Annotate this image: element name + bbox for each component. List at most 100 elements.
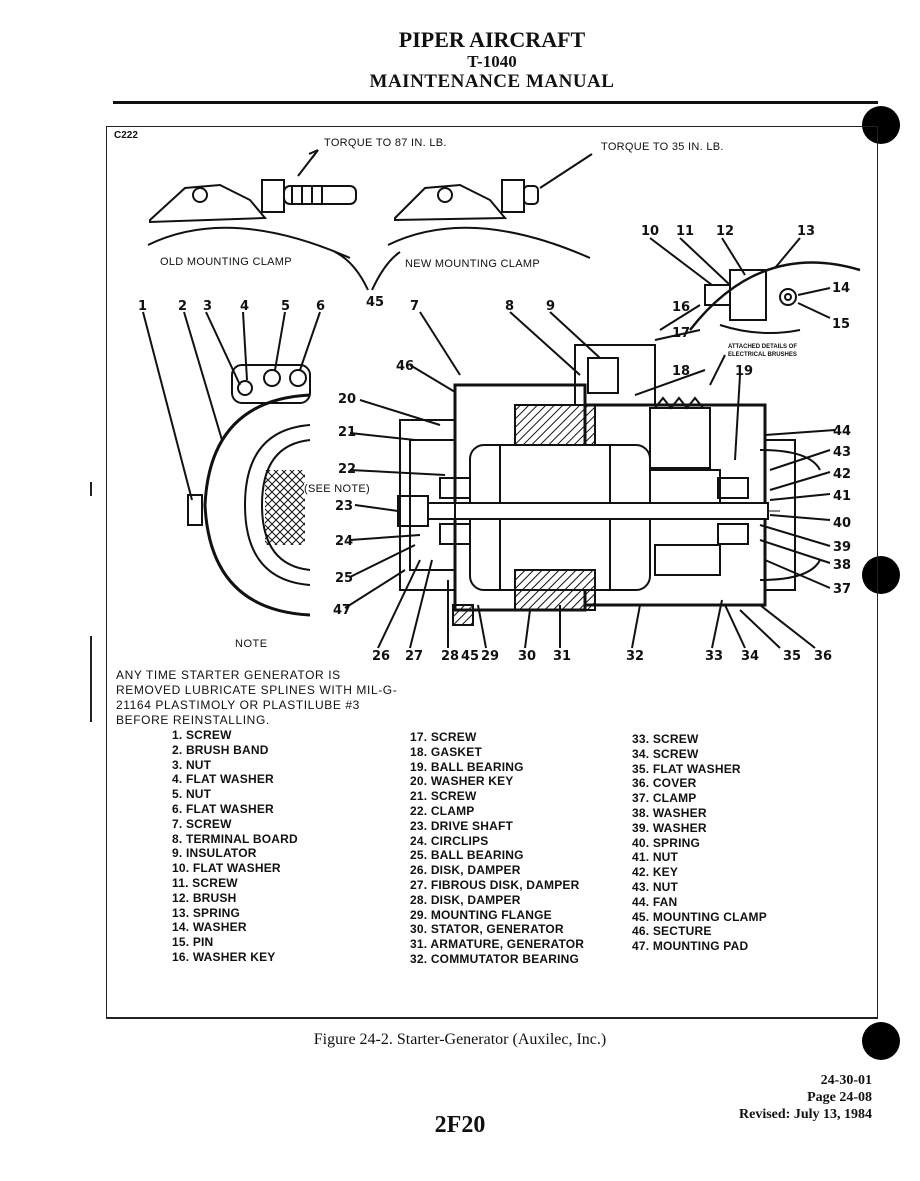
callout-45-top: 45 [366, 295, 384, 310]
callout-28: 28 [441, 649, 459, 664]
company-title: PIPER AIRCRAFT [398, 27, 586, 52]
callout-14: 14 [832, 281, 850, 296]
list-item: 20. WASHER KEY [410, 774, 514, 789]
note-heading: NOTE [235, 638, 268, 650]
callout-4: 4 [240, 299, 249, 314]
callout-47: 47 [333, 603, 351, 618]
callout-27: 27 [405, 649, 423, 664]
callout-43: 43 [833, 445, 851, 460]
list-item: 35. FLAT WASHER [632, 761, 741, 776]
list-item: 44. FAN [632, 894, 678, 909]
list-item: 5. NUT [172, 787, 212, 802]
list-item: 41. NUT [632, 850, 679, 865]
callout-46: 46 [396, 359, 414, 374]
list-item: 47. MOUNTING PAD [632, 939, 749, 954]
list-item: 22. CLAMP [410, 803, 475, 818]
callout-11: 11 [676, 224, 694, 239]
list-item: 19. BALL BEARING [410, 759, 524, 774]
callout-5: 5 [281, 299, 290, 314]
list-item: 23. DRIVE SHAFT [410, 818, 514, 833]
callout-2: 2 [178, 299, 187, 314]
list-item: 18. GASKET [410, 744, 483, 759]
callout-7: 7 [410, 299, 419, 314]
callout-42: 42 [833, 467, 851, 482]
manual-title: MAINTENANCE MANUAL [369, 71, 615, 92]
callout-23: 23 [335, 499, 353, 514]
list-item: 11. SCREW [172, 875, 238, 890]
callout-40: 40 [833, 516, 851, 531]
callout-22: 22 [338, 462, 356, 477]
list-item: 28. DISK, DAMPER [410, 892, 521, 907]
list-item: 16. WASHER KEY [172, 949, 276, 964]
list-item: 34. SCREW [632, 746, 699, 761]
list-item: 6. FLAT WASHER [172, 801, 274, 816]
list-item: 9. INSULATOR [172, 846, 257, 861]
callout-26: 26 [372, 649, 390, 664]
list-item: 40. SPRING [632, 835, 701, 850]
callout-20: 20 [338, 392, 356, 407]
list-item: 3. NUT [172, 757, 212, 772]
callout-6: 6 [316, 299, 325, 314]
callout-25: 25 [335, 571, 353, 586]
list-item: 29. MOUNTING FLANGE [410, 907, 552, 922]
torque-new-label: TORQUE TO 35 IN. LB. [601, 141, 724, 153]
parts-list-col2: 17. SCREW 18. GASKET 19. BALL BEARING 20… [410, 730, 584, 967]
punch-hole-middle [862, 556, 900, 594]
callout-30: 30 [518, 649, 536, 664]
callout-19: 19 [735, 364, 753, 379]
list-item: 14. WASHER [172, 920, 247, 935]
callout-9: 9 [546, 299, 555, 314]
punch-hole-top [862, 106, 900, 144]
callout-3: 3 [203, 299, 212, 314]
list-item: 43. NUT [632, 879, 679, 894]
new-clamp-label: NEW MOUNTING CLAMP [405, 258, 540, 270]
change-bar [90, 636, 92, 722]
list-item: 25. BALL BEARING [410, 848, 524, 863]
chapter-number: 24-30-01 [820, 1073, 872, 1088]
callout-38: 38 [833, 558, 851, 573]
callout-41: 41 [833, 489, 851, 504]
header-rule [113, 101, 878, 104]
list-item: 8. TERMINAL BOARD [172, 831, 298, 846]
list-item: 26. DISK, DAMPER [410, 863, 521, 878]
list-item: 21. SCREW [410, 789, 477, 804]
callout-12: 12 [716, 224, 734, 239]
callout-17: 17 [672, 326, 690, 341]
callout-35: 35 [783, 649, 801, 664]
callout-34: 34 [741, 649, 759, 664]
list-item: 42. KEY [632, 865, 679, 880]
model-title: T-1040 [467, 52, 517, 71]
list-item: 2. BRUSH BAND [172, 742, 269, 757]
callout-21: 21 [338, 425, 356, 440]
microfiche-sheet-number: 2F20 [434, 1112, 486, 1138]
punch-hole-bottom [862, 1022, 900, 1060]
callout-1: 1 [138, 299, 147, 314]
callout-32: 32 [626, 649, 644, 664]
list-item: 7. SCREW [172, 816, 232, 831]
list-item: 39. WASHER [632, 820, 707, 835]
parts-list-col3: 33. SCREW 34. SCREW 35. FLAT WASHER 36. … [632, 732, 767, 954]
list-item: 13. SPRING [172, 905, 241, 920]
callout-33: 33 [705, 649, 723, 664]
list-item: 24. CIRCLIPS [410, 833, 489, 848]
callout-29: 29 [481, 649, 499, 664]
callout-10: 10 [641, 224, 659, 239]
callout-8: 8 [505, 299, 514, 314]
figure-code: C222 [114, 130, 138, 141]
page-footer: 24-30-01 Page 24-08 Revised: July 13, 19… [739, 1072, 872, 1123]
list-item: 10. FLAT WASHER [172, 861, 281, 876]
list-item: 15. PIN [172, 935, 214, 950]
list-item: 31. ARMATURE, GENERATOR [410, 937, 585, 952]
callout-37: 37 [833, 582, 851, 597]
parts-list-col1: 1. SCREW 2. BRUSH BAND 3. NUT 4. FLAT WA… [172, 728, 298, 965]
revision-date: Revised: July 13, 1984 [739, 1107, 872, 1122]
list-item: 36. COVER [632, 776, 697, 791]
see-note-label: (SEE NOTE) [304, 483, 370, 495]
callout-16: 16 [672, 300, 690, 315]
list-item: 38. WASHER [632, 805, 707, 820]
list-item: 46. SECTURE [632, 924, 712, 939]
callout-39: 39 [833, 540, 851, 555]
callout-15: 15 [832, 317, 850, 332]
list-item: 12. BRUSH [172, 890, 237, 905]
